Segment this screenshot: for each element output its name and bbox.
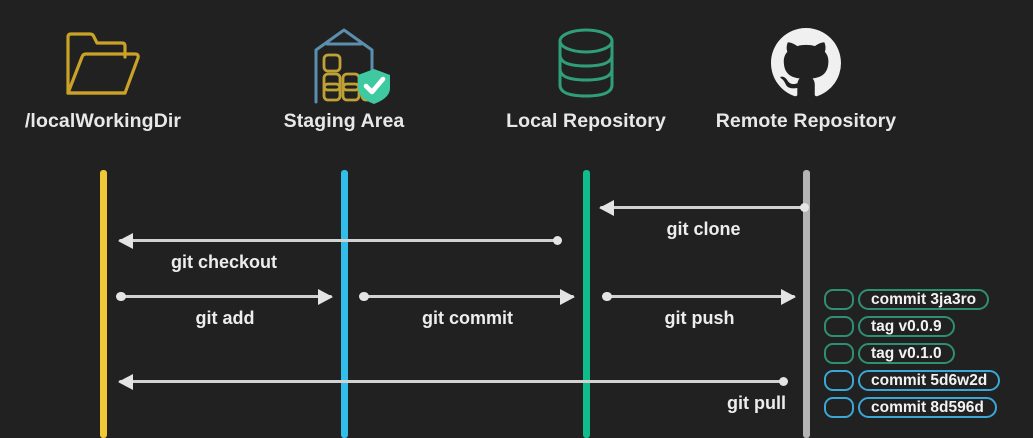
actor-working-dir: /localWorkingDir [3, 22, 203, 133]
github-icon [706, 22, 906, 104]
commit-label: commit 8d596d [858, 397, 997, 419]
lifeline-staging-area [341, 170, 348, 438]
arrow-line [118, 295, 332, 298]
arrow-head-right-icon [560, 288, 575, 305]
message-label: git pull [727, 393, 786, 413]
commit-node-icon [824, 316, 854, 338]
list-item[interactable]: commit 5d6w2d [824, 368, 1001, 394]
arrow-head-right-icon [318, 288, 333, 305]
arrow-origin-dot [552, 235, 562, 245]
actor-staging-area: Staging Area [244, 22, 444, 133]
commit-node-icon [824, 343, 854, 365]
arrow-line [119, 239, 560, 242]
message-label: git clone [666, 219, 741, 239]
arrow-origin-dot [778, 376, 788, 386]
lifeline-remote-repository [803, 170, 810, 438]
commit-node-icon [824, 397, 854, 419]
list-item[interactable]: commit 8d596d [824, 395, 1000, 421]
commit-node-icon [824, 289, 854, 311]
actor-label: Remote Repository [715, 110, 897, 132]
message-label: git commit [421, 308, 513, 328]
tag-label: tag v0.0.9 [858, 316, 955, 338]
actor-local-repository: Local Repository [486, 22, 686, 133]
list-item[interactable]: tag v0.1.0 [824, 341, 1000, 367]
lifeline-working-dir [100, 170, 107, 438]
actor-label: Local Repository [506, 110, 666, 132]
message-label: git checkout [171, 252, 278, 272]
folder-icon [3, 22, 203, 104]
commit-node-icon [824, 370, 854, 392]
actor-label: Staging Area [283, 110, 405, 132]
arrow-line [604, 295, 795, 298]
arrow-head-left-icon [118, 373, 133, 390]
arrow-head-left-icon [118, 232, 133, 249]
tag-label: tag v0.1.0 [858, 343, 955, 365]
warehouse-boxes-shield-icon [244, 22, 444, 104]
arrow-line [119, 380, 786, 383]
arrow-origin-dot [602, 291, 612, 301]
actor-label: /localWorkingDir [24, 110, 182, 132]
arrow-line [361, 295, 574, 298]
arrow-origin-dot [116, 291, 126, 301]
message-label: git push [664, 308, 735, 328]
arrow-head-left-icon [599, 199, 614, 216]
list-item[interactable]: commit 3ja3ro [824, 287, 1000, 313]
commit-label: commit 5d6w2d [858, 370, 1001, 392]
actor-remote-repository: Remote Repository [706, 22, 906, 133]
commit-history-list: commit 3ja3ro tag v0.0.9 tag v0.1.0 comm… [824, 287, 1001, 422]
arrow-head-right-icon [781, 288, 796, 305]
lifeline-local-repository [583, 170, 590, 438]
arrow-origin-dot [359, 291, 369, 301]
database-icon [486, 22, 686, 104]
arrow-line [600, 206, 807, 209]
commit-label: commit 3ja3ro [858, 289, 990, 311]
message-label: git add [195, 308, 255, 328]
list-item[interactable]: tag v0.0.9 [824, 314, 1000, 340]
arrow-origin-dot [799, 202, 809, 212]
